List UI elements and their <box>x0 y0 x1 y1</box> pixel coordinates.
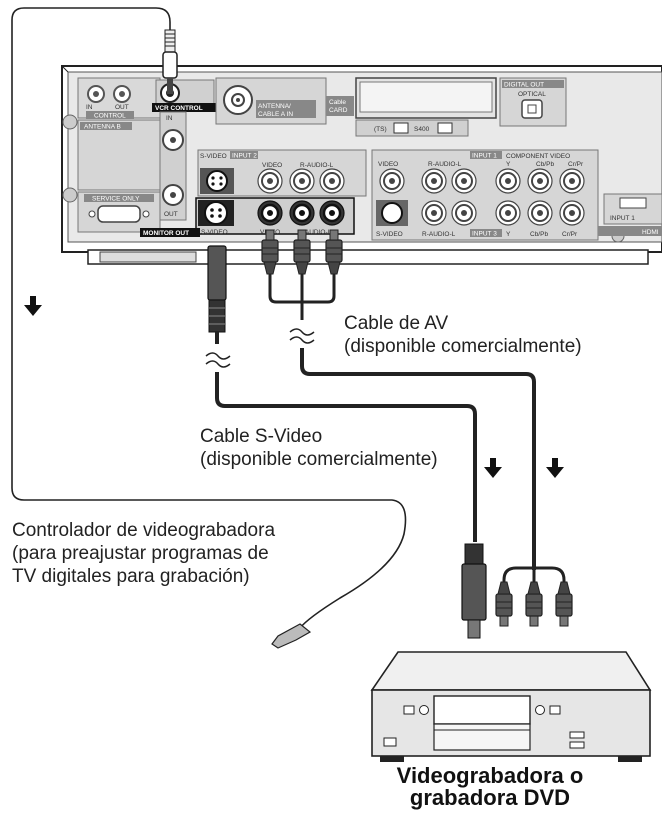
device-title: Videograbadora o grabadora DVD <box>340 765 640 809</box>
input2-label: INPUT 2 <box>232 153 257 160</box>
cable-card-label-2: CARD <box>329 107 348 114</box>
arrow-svideo <box>484 458 502 478</box>
monitor-out-svideo-label: S-VIDEO <box>201 229 228 236</box>
control-in-label: IN <box>86 104 93 111</box>
cable-card-slot: Cable CARD (TS) S400 <box>326 77 497 137</box>
digital-out-label: DIGITAL OUT <box>504 82 544 89</box>
vcr-dvd-recorder <box>370 651 652 762</box>
antenna-a-label: ANTENNA/ <box>258 103 291 110</box>
input2-video-label: VIDEO <box>262 162 282 169</box>
control-out-label: OUT <box>115 104 129 111</box>
input1-cr-label: Cr/Pr <box>568 161 584 168</box>
s400-label: S400 <box>414 126 430 133</box>
input1-label: INPUT 1 <box>472 153 497 160</box>
svideo-cable-note: (disponible comercialmente) <box>200 449 438 470</box>
vcr-control-label: VCR CONTROL <box>155 105 203 112</box>
input3-cr-label: Cr/Pr <box>562 231 578 238</box>
cable-a-in-label: CABLE A IN <box>258 111 293 118</box>
antenna-b-in-label: IN <box>166 115 173 122</box>
service-port: SERVICE ONLY <box>77 191 161 233</box>
ts-label: (TS) <box>374 126 387 133</box>
arrow-controller <box>24 296 42 316</box>
input2-block: S-VIDEO INPUT 2 VIDEO R-AUDIO-L <box>197 149 367 197</box>
av-cable <box>261 229 573 627</box>
input3-label: INPUT 3 <box>472 231 497 238</box>
input3-svideo-label: S-VIDEO <box>376 231 403 238</box>
input2-audio-label: R-AUDIO-L <box>300 162 334 169</box>
input1-video-label: VIDEO <box>378 161 398 168</box>
service-only-label: SERVICE ONLY <box>92 196 140 203</box>
device-title-line2: grabadora DVD <box>409 785 571 810</box>
av-cable-note: (disponible comercialmente) <box>344 336 582 357</box>
vcr-controller-label-1: Controlador de videograbadora <box>12 520 276 541</box>
antenna-b-block: ANTENNA B IN OUT <box>77 111 187 221</box>
hdmi-block: INPUT 1 HDMI <box>598 193 662 236</box>
input1-y-label: Y <box>506 161 511 168</box>
input3-y-label: Y <box>506 231 511 238</box>
antenna-b-out-label: OUT <box>164 211 178 218</box>
input2-svideo-label: S-VIDEO <box>200 153 227 160</box>
input1-3-block: INPUT 1 COMPONENT VIDEO VIDEO R-AUDIO-L … <box>371 149 599 241</box>
svideo-cable <box>205 245 487 639</box>
input1-cb-label: Cb/Pb <box>536 161 554 168</box>
input1-audio-label: R-AUDIO-L <box>428 161 462 168</box>
monitor-out-audio-label: R-AUDIO-L <box>298 229 332 236</box>
control-terminals: IN OUT CONTROL <box>77 77 161 120</box>
device-title-line1: Videograbadora o <box>396 763 584 788</box>
av-cable-label: Cable de AV <box>344 313 449 334</box>
svideo-cable-label: Cable S-Video <box>200 426 323 447</box>
input3-cb-label: Cb/Pb <box>530 231 548 238</box>
cable-card-label-1: Cable <box>329 99 346 106</box>
antenna-b-label: ANTENNA B <box>84 124 121 131</box>
input3-audio-label: R-AUDIO-L <box>422 231 456 238</box>
arrow-av <box>546 458 564 478</box>
monitor-out-label: MONITOR OUT <box>143 230 189 237</box>
component-video-label: COMPONENT VIDEO <box>506 153 570 160</box>
hdmi-input1-label: INPUT 1 <box>610 215 635 222</box>
vcr-control-jack: VCR CONTROL <box>152 79 218 112</box>
vcr-controller-cable <box>11 7 407 649</box>
control-label: CONTROL <box>94 113 126 120</box>
digital-out-block: DIGITAL OUT OPTICAL <box>499 77 567 127</box>
vcr-controller-label-3: TV digitales para grabación) <box>12 566 250 587</box>
monitor-out-block: MONITOR OUT S-VIDEO VIDEO R-AUDIO-L <box>140 197 355 237</box>
antenna-a-block: ANTENNA/ CABLE A IN <box>215 77 327 125</box>
optical-label: OPTICAL <box>518 91 546 98</box>
vcr-controller-label-2: (para preajustar programas de <box>12 543 269 564</box>
hdmi-label: HDMI <box>642 229 659 236</box>
